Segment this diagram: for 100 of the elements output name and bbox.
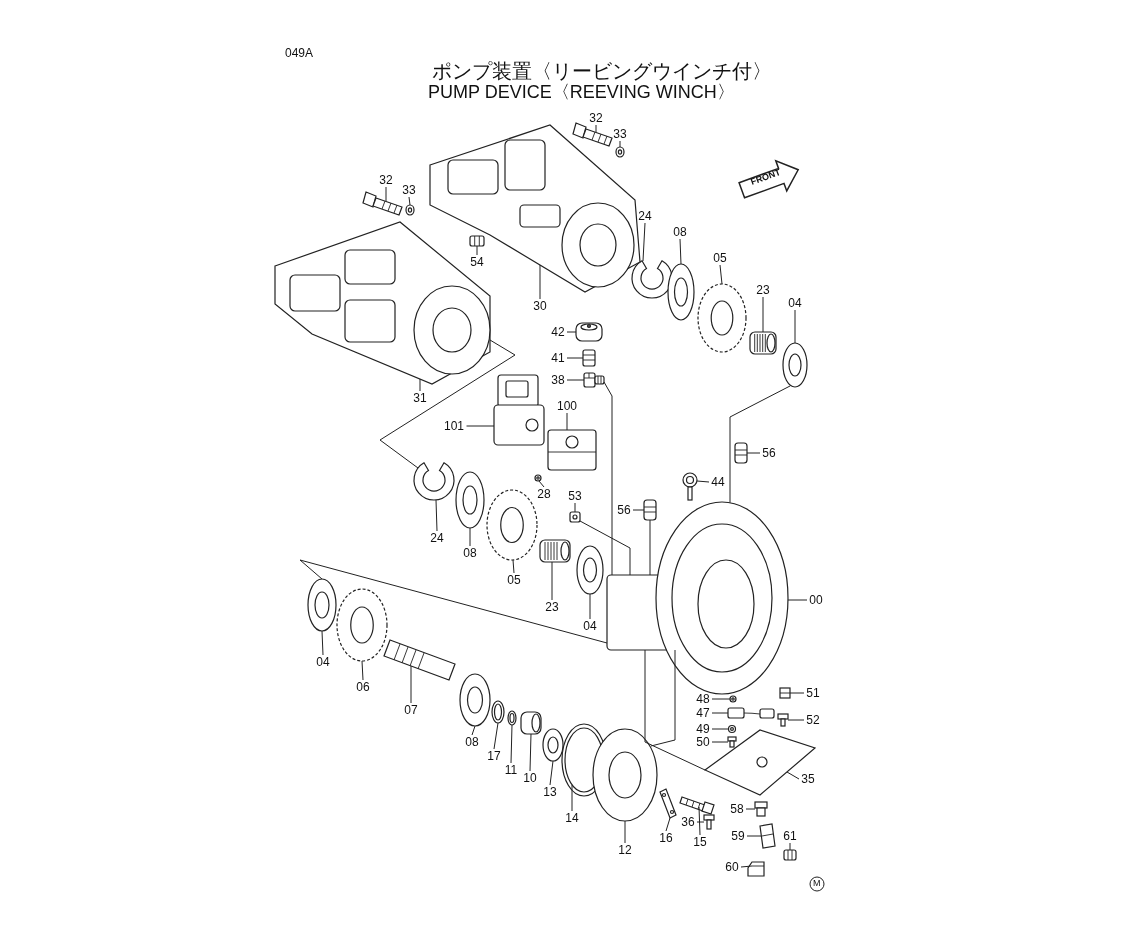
leader-line <box>361 660 364 681</box>
leader-line <box>711 741 729 743</box>
solenoid-valve-drawing <box>493 374 545 446</box>
leader-line <box>549 760 554 786</box>
callout-number: 49 <box>696 722 710 736</box>
shaft-drawing <box>383 639 456 681</box>
leader-line <box>711 712 729 714</box>
callout-number: 58 <box>730 802 744 816</box>
callout-number: 04 <box>583 619 597 633</box>
eyebolt-drawing <box>682 472 698 501</box>
callout-number: 06 <box>356 680 370 694</box>
leader-line <box>469 527 471 547</box>
leader-line <box>746 835 762 837</box>
leader-line <box>696 821 705 823</box>
leader-line <box>632 509 645 511</box>
o-ring-drawing <box>729 695 737 703</box>
leader-line <box>746 452 761 454</box>
gear-drawing <box>697 283 747 353</box>
collar-drawing <box>520 711 542 735</box>
callout-number: 48 <box>696 692 710 706</box>
leader-line <box>466 425 495 427</box>
leader-line <box>642 222 646 262</box>
leader-line <box>493 722 499 750</box>
leader-line <box>762 296 764 333</box>
coupling-drawing <box>759 823 776 849</box>
sensor-drawing <box>727 707 775 719</box>
leader-line <box>696 480 710 483</box>
callout-number: 100 <box>557 399 577 413</box>
callout-number: 42 <box>551 325 565 339</box>
callout-number: 47 <box>696 706 710 720</box>
callout-number: 50 <box>696 735 710 749</box>
callout-number: 56 <box>617 503 631 517</box>
washer-drawing <box>727 724 737 734</box>
gear-drawing <box>486 489 538 561</box>
bolt-drawing <box>727 736 737 748</box>
callout-number: 12 <box>618 843 632 857</box>
leader-line <box>385 186 387 202</box>
plug-drawing <box>734 442 748 464</box>
callout-number: 14 <box>565 811 579 825</box>
leader-line <box>787 599 808 601</box>
leader-line <box>510 724 513 764</box>
callout-number: 54 <box>470 255 484 269</box>
assembly-line <box>644 649 706 771</box>
bearing-drawing <box>455 471 485 529</box>
valve-block-drawing <box>547 429 597 471</box>
callout-number: 16 <box>659 831 673 845</box>
leader-line <box>551 561 553 601</box>
callout-number: 13 <box>543 785 557 799</box>
callout-number: 08 <box>463 546 477 560</box>
o-ring-drawing <box>507 710 517 726</box>
callout-number: 08 <box>465 735 479 749</box>
sleeve-drawing <box>539 539 571 563</box>
leader-line <box>574 502 576 513</box>
callout-number: 04 <box>788 296 802 310</box>
callout-number: 32 <box>379 173 393 187</box>
snap-ring-drawing <box>491 700 505 724</box>
callout-number: 11 <box>504 763 518 777</box>
leader-line <box>419 378 421 392</box>
leader-line <box>589 593 591 620</box>
callout-number: 33 <box>613 127 627 141</box>
leader-line <box>787 719 805 721</box>
leader-line <box>512 559 515 574</box>
callout-number: 05 <box>507 573 521 587</box>
callout-number: 31 <box>413 391 427 405</box>
fitting-drawing <box>582 349 596 367</box>
leader-line <box>471 725 476 736</box>
leader-line <box>566 357 584 359</box>
assembly-line <box>299 559 608 644</box>
fitting-drawing <box>754 801 768 817</box>
callout-number: 53 <box>568 489 582 503</box>
leader-line <box>719 264 723 285</box>
leader-line <box>789 692 805 694</box>
leader-line <box>408 196 411 206</box>
bearing-drawing <box>459 673 491 727</box>
housing-drawing <box>606 501 789 695</box>
plug-drawing <box>643 499 657 521</box>
mark-letter: M <box>813 878 821 888</box>
callout-number: 28 <box>537 487 551 501</box>
callout-number: 60 <box>725 860 739 874</box>
callout-number: 17 <box>487 749 501 763</box>
leader-line <box>566 331 577 333</box>
callout-number: 24 <box>430 531 444 545</box>
callout-number: 52 <box>806 713 820 727</box>
o-ring-drawing <box>534 474 542 482</box>
leader-line <box>624 820 626 844</box>
nut-drawing <box>569 511 581 523</box>
leader-line <box>539 264 541 300</box>
leader-line <box>789 842 791 851</box>
bolt-drawing <box>572 122 613 147</box>
subtitle: PUMP DEVICE〈REEVING WINCH〉 <box>428 81 735 104</box>
flange-drawing <box>592 728 658 822</box>
callout-number: 44 <box>711 475 725 489</box>
gear-drawing <box>336 588 388 662</box>
assembly-line <box>729 385 791 504</box>
sleeve-drawing <box>749 331 777 355</box>
callout-number: 61 <box>783 829 797 843</box>
assembly-line <box>650 649 676 747</box>
callout-number: 59 <box>731 829 745 843</box>
bolt-drawing <box>703 814 715 830</box>
bolt-drawing <box>679 796 715 815</box>
